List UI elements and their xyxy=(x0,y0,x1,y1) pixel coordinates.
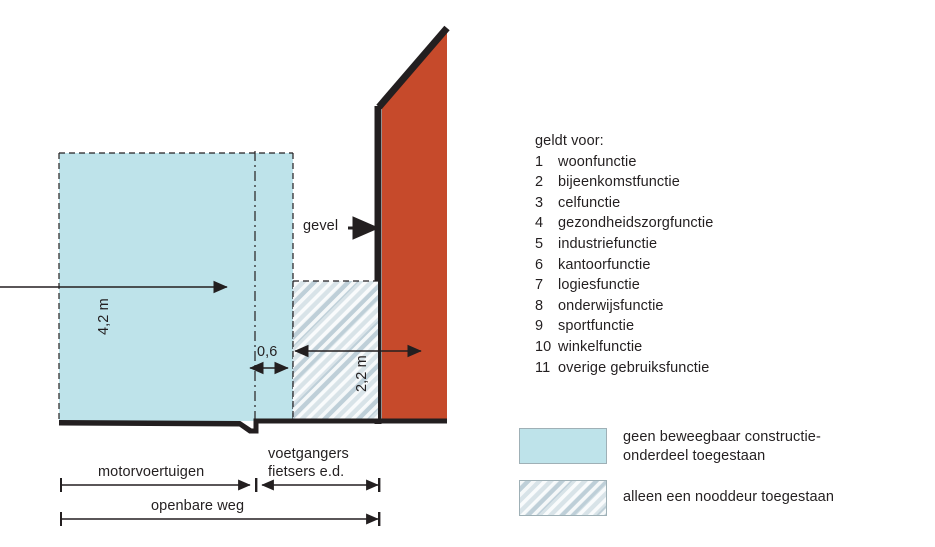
function-list-item-label: gezondheidszorgfunctie xyxy=(558,215,714,232)
function-list-item-number: 4 xyxy=(535,215,544,232)
legend-label-emergency-door-line1: alleen een nooddeur toegestaan xyxy=(623,489,835,505)
road-label-pedestrians-line2: fietsers e.d. xyxy=(268,464,345,480)
function-list-item-label: industriefunctie xyxy=(558,235,658,252)
function-list-item: 9 sportfunctie xyxy=(535,316,875,337)
function-list-item-number: 5 xyxy=(535,235,544,252)
gevel-label: gevel xyxy=(303,218,339,234)
dimension-label-4200: 4,2 m xyxy=(96,298,112,335)
function-list-item: 11 overige gebruiksfunctie xyxy=(535,358,875,379)
function-list-item: 2 bijeenkomstfunctie xyxy=(535,172,875,193)
function-list-item-label: overige gebruiksfunctie xyxy=(558,359,710,376)
function-list-item-number: 2 xyxy=(535,174,544,191)
function-list-item-label: kantoorfunctie xyxy=(558,256,651,273)
function-list-item-number: 11 xyxy=(535,359,551,376)
ground-line xyxy=(58,418,447,434)
function-list-item-number: 8 xyxy=(535,297,544,314)
function-list-item-label: sportfunctie xyxy=(558,318,635,335)
dimension-label-0600: 0,6 xyxy=(257,344,278,360)
building-wall xyxy=(374,25,450,424)
function-list-item-number: 7 xyxy=(535,277,544,294)
road-label-motor-vehicles: motorvoertuigen xyxy=(98,464,205,480)
dimension-roadway-split xyxy=(60,478,381,492)
legend-label-clear-zone-line1: geen beweegbaar constructie- xyxy=(623,429,821,445)
function-list-title: geldt voor: xyxy=(535,133,604,149)
function-list-item: 7 logiesfunctie xyxy=(535,275,875,296)
function-list-item-label: woonfunctie xyxy=(558,153,637,170)
function-list-item-label: bijeenkomstfunctie xyxy=(558,174,680,191)
function-list: geldt voor: 1 woonfunctie 2 bijeenkomstf… xyxy=(535,131,875,378)
function-list-item: 6 kantoorfunctie xyxy=(535,255,875,276)
road-label-pedestrians-line1: voetgangers xyxy=(268,446,349,462)
road-label-public-road: openbare weg xyxy=(151,498,245,514)
legend-row-clear-zone: geen beweegbaar constructie- onderdeel t… xyxy=(519,428,919,466)
function-list-item: 10 winkelfunctie xyxy=(535,337,875,358)
legend: geen beweegbaar constructie- onderdeel t… xyxy=(519,428,919,530)
dimension-public-road xyxy=(60,512,381,526)
legend-swatch-emergency-door xyxy=(519,480,607,516)
function-list-item-number: 10 xyxy=(535,338,552,355)
function-list-item-number: 1 xyxy=(535,153,544,170)
legend-label-clear-zone-line2: onderdeel toegestaan xyxy=(623,448,766,464)
function-list-item-label: celfunctie xyxy=(558,194,621,211)
legend-row-emergency-door: alleen een nooddeur toegestaan xyxy=(519,480,919,516)
legend-hatch-pattern xyxy=(520,481,606,515)
function-list-item: 1 woonfunctie xyxy=(535,152,875,173)
function-list-item-label: winkelfunctie xyxy=(558,338,643,355)
function-list-item: 5 industriefunctie xyxy=(535,234,875,255)
dimension-label-2200: 2,2 m xyxy=(354,355,370,392)
function-list-item: 4 gezondheidszorgfunctie xyxy=(535,213,875,234)
function-list-item: 3 celfunctie xyxy=(535,193,875,214)
legend-label-emergency-door: alleen een nooddeur toegestaan xyxy=(623,480,834,507)
function-list-item-label: logiesfunctie xyxy=(558,277,640,294)
legend-label-clear-zone: geen beweegbaar constructie- onderdeel t… xyxy=(623,428,821,466)
function-list-item-number: 9 xyxy=(535,318,544,335)
function-list-item-number: 6 xyxy=(535,256,544,273)
function-list-item-number: 3 xyxy=(535,194,544,211)
legend-swatch-clear-zone xyxy=(519,428,607,464)
function-list-item-label: onderwijsfunctie xyxy=(558,297,664,314)
function-list-item: 8 onderwijsfunctie xyxy=(535,296,875,317)
